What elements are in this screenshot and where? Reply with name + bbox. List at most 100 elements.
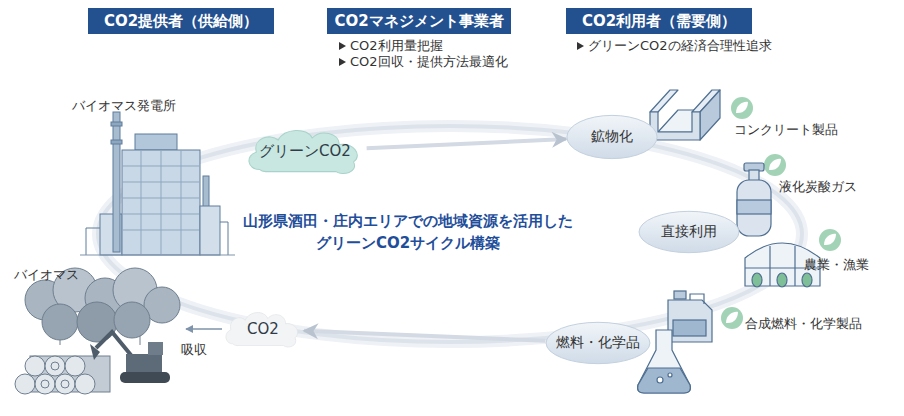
greenhouse-icon-part xyxy=(777,273,787,287)
flask-icon-part xyxy=(668,373,672,377)
power-plant-illustration-part xyxy=(135,134,177,150)
concrete-product-icon-part xyxy=(650,90,678,112)
excavator-illustration xyxy=(90,332,170,383)
leaf-icon-part xyxy=(824,234,836,245)
biomass-forest-illustration-part xyxy=(45,356,65,376)
bullet-marker-part xyxy=(577,42,584,50)
excavator-illustration-part xyxy=(90,344,100,360)
use-ellipse: 直接利用 xyxy=(638,210,740,254)
power-plant-illustration-part xyxy=(161,150,162,255)
leaf-icon-part xyxy=(764,154,786,176)
concrete-product-icon-part xyxy=(700,90,720,140)
product-label: 液化炭酸ガス xyxy=(779,178,857,196)
power-plant-illustration-part xyxy=(86,228,100,255)
fuel-can-icon-part xyxy=(668,300,712,342)
fuel-can-icon-part xyxy=(673,320,706,336)
leaf-icon-part xyxy=(736,102,748,113)
green-co2-cloud: グリーンCO2 xyxy=(243,126,367,176)
greenhouse-icon-part xyxy=(769,246,770,286)
role-header-band: CO2マネジメント事業者 xyxy=(327,8,511,34)
leaf-icon-part xyxy=(731,97,753,119)
power-plant-illustration-part xyxy=(122,150,200,255)
absorb-arrow xyxy=(186,329,222,330)
power-plant-illustration-part xyxy=(111,140,122,144)
cloud-shape xyxy=(249,130,357,173)
resource-label: バイオマス xyxy=(14,266,79,284)
excavator-illustration-part xyxy=(126,354,162,372)
biomass-forest-illustration-part xyxy=(77,302,117,342)
biomass-forest-illustration-part xyxy=(25,356,45,376)
cycle-title: 山形県酒田・庄内エリアでの地域資源を活用した グリーンCO2サイクル構築 xyxy=(218,210,598,254)
use-ellipse: 燃料・化学品 xyxy=(545,321,651,365)
biomass-forest-illustration-part xyxy=(41,380,49,388)
gas-cylinder-icon-part xyxy=(737,180,771,236)
power-plant-illustration-part xyxy=(113,112,120,252)
node-text: 鉱物化 xyxy=(591,128,633,146)
power-plant-illustration-part xyxy=(181,150,182,255)
biomass-forest-illustration xyxy=(15,268,180,394)
biomass-forest-illustration-part xyxy=(75,374,95,394)
node-text: CO2提供者（供給側） xyxy=(104,12,258,31)
product-label: 合成燃料・化学製品 xyxy=(745,315,862,333)
gas-cylinder-icon-part xyxy=(737,200,771,214)
fuel-can-icon xyxy=(668,291,712,342)
power-plant-illustration-part xyxy=(111,122,122,126)
flow-connector xyxy=(367,139,567,148)
biomass-forest-illustration-part xyxy=(35,374,55,394)
cycle-ring-part xyxy=(98,126,802,342)
biomass-forest-illustration-part xyxy=(114,302,150,338)
concrete-product-icon xyxy=(650,90,720,140)
power-plant-illustration-part xyxy=(80,255,235,256)
leaf-icon-part xyxy=(726,312,738,323)
node-text: 燃料・化学品 xyxy=(556,334,640,352)
bullet-marker-part xyxy=(339,42,346,50)
excavator-illustration-part xyxy=(120,372,170,383)
biomass-forest-illustration-part xyxy=(55,374,75,394)
cycle-ring-part xyxy=(98,126,802,342)
facility-label: バイオマス発電所 xyxy=(72,97,176,115)
absorb-arrow-part xyxy=(186,328,222,330)
fuel-can-icon-part xyxy=(690,294,704,304)
biomass-forest-illustration-part xyxy=(51,362,59,370)
flask-icon-part xyxy=(638,368,691,393)
greenhouse-icon-part xyxy=(794,246,795,286)
flow-connector xyxy=(304,331,545,341)
biomass-forest-illustration-part xyxy=(42,304,78,340)
node-text: CO2マネジメント事業者 xyxy=(334,12,503,31)
leaf-icon xyxy=(721,97,841,329)
flask-icon-part xyxy=(657,377,663,383)
biomass-forest-illustration-part xyxy=(15,374,35,394)
role-header-band: CO2提供者（供給側） xyxy=(88,8,274,34)
cycle-ring xyxy=(98,126,802,342)
co2-cloud: CO2 xyxy=(222,309,304,349)
fuel-can-icon-part xyxy=(674,291,686,299)
power-plant-illustration-part xyxy=(200,206,220,255)
greenhouse-icon-part xyxy=(802,273,812,287)
power-plant-illustration-part xyxy=(141,150,142,255)
leaf-icon-part xyxy=(819,229,841,251)
gas-cylinder-icon xyxy=(737,163,771,236)
product-label: コンクリート製品 xyxy=(734,121,838,139)
bullet-text: CO2利用量把握 xyxy=(350,37,443,55)
biomass-forest-illustration-part xyxy=(65,356,85,376)
bullet-text: グリーンCO2の経済合理性追求 xyxy=(588,37,772,55)
ellipse-shape xyxy=(546,322,650,363)
power-plant-illustration xyxy=(80,112,235,255)
role-header-band: CO2利用者（需要側） xyxy=(566,8,752,34)
node-text: 直接利用 xyxy=(661,223,717,241)
power-plant-illustration-part xyxy=(220,222,228,255)
absorb-label: 吸収 xyxy=(181,341,207,359)
leaf-icon-part xyxy=(769,159,781,170)
node-text: グリーンCO2 xyxy=(259,142,351,161)
excavator-illustration-part xyxy=(148,342,163,355)
ellipse-shape xyxy=(639,211,739,252)
biomass-forest-illustration-part xyxy=(61,380,69,388)
product-label: 農業・漁業 xyxy=(804,256,869,274)
node-text: CO2利用者（需要側） xyxy=(582,12,736,31)
ellipse-shape xyxy=(567,115,657,158)
greenhouse-icon-part xyxy=(752,273,762,287)
bullet-text: CO2回収・提供方法最適化 xyxy=(350,53,508,71)
power-plant-illustration-part xyxy=(203,176,209,208)
node-text: CO2 xyxy=(247,320,279,338)
